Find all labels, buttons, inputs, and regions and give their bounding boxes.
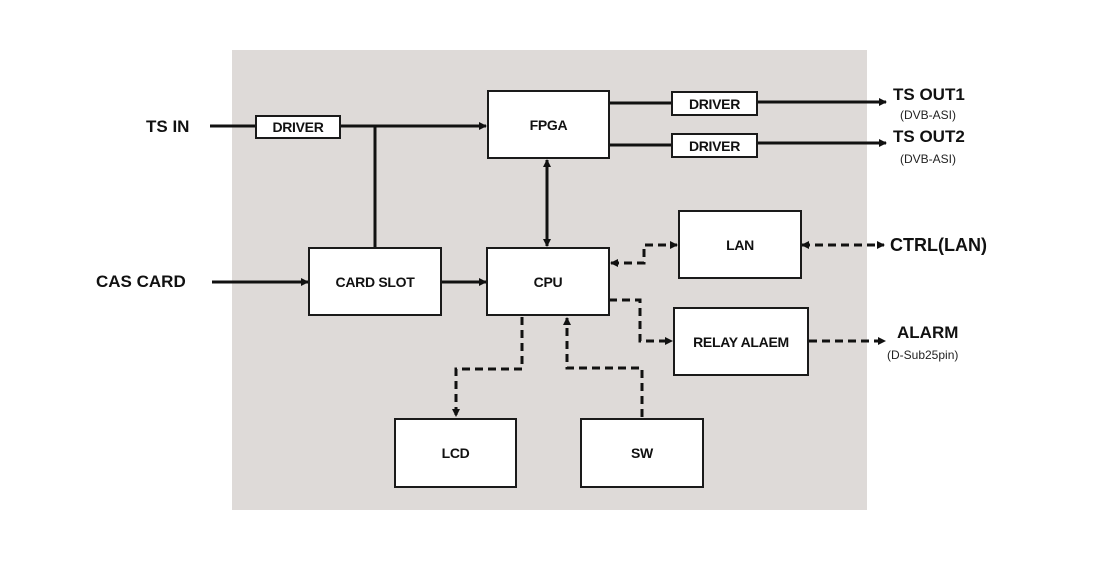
ts-out2-label: TS OUT2 [893,127,965,146]
alarm-label: ALARM [897,323,959,342]
line-cpu-lan [610,241,678,267]
lan-block: LAN [678,210,802,279]
ctrl-lan-label: CTRL(LAN) [890,235,987,255]
cas-card-label: CAS CARD [96,272,186,291]
driver-out2-block: DRIVER [671,133,758,158]
relay-alarm-block: RELAY ALAEM [673,307,809,376]
card-slot-block: CARD SLOT [308,247,442,316]
lcd-block: LCD [394,418,517,488]
alarm-sub-label: (D-Sub25pin) [887,348,959,362]
cpu-block: CPU [486,247,610,316]
line-sw-cpu [563,317,644,417]
ts-out2-sub-label: (DVB-ASI) [900,152,957,166]
driver-out1-block: DRIVER [671,91,758,116]
sw-block: SW [580,418,704,488]
ts-in-label: TS IN [146,117,190,136]
line-cpu-lcd [452,317,524,417]
driver-in-block: DRIVER [255,115,341,139]
ts-out1-label: TS OUT1 [893,85,965,104]
ts-out1-sub-label: (DVB-ASI) [900,108,957,122]
line-cpu-relay [609,298,673,345]
fpga-block: FPGA [487,90,610,159]
